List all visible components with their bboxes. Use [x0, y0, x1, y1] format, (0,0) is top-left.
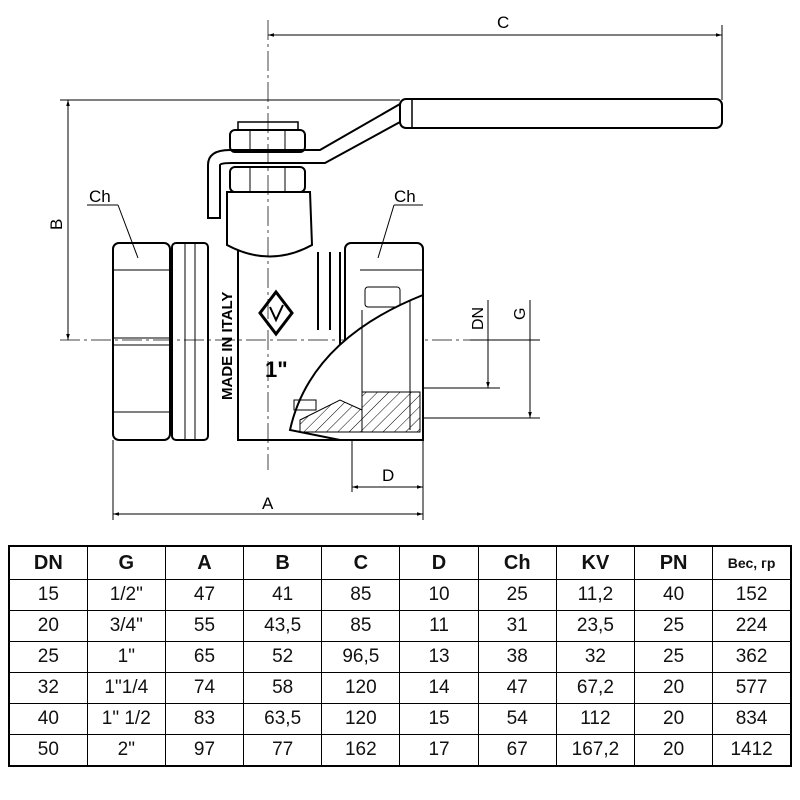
ch-label-left: Ch [89, 187, 111, 206]
table-cell: 25 [633, 641, 714, 673]
table-cell: 47 [164, 579, 245, 611]
table-cell: 1412 [712, 734, 792, 767]
header-c: C [321, 545, 401, 580]
table-header-row: DN G A B C D Ch KV PN Вес, гр [8, 545, 792, 580]
table-cell: 25 [8, 641, 88, 673]
header-d: D [399, 545, 479, 580]
table-cell: 58 [243, 672, 323, 704]
table-cell: 834 [712, 703, 792, 735]
table-cell: 55 [164, 610, 245, 642]
table-cell: 11 [399, 610, 479, 642]
table-cell: 43,5 [243, 610, 323, 642]
table-cell: 2" [86, 734, 166, 767]
header-a: A [164, 545, 245, 580]
table-cell: 63,5 [243, 703, 323, 735]
table-cell: 167,2 [555, 734, 636, 767]
manufacturer-logo-icon [258, 289, 294, 337]
lever-handle [399, 98, 723, 129]
table-cell: 120 [321, 672, 401, 704]
table-cell: 52 [243, 641, 323, 673]
table-cell: 1" 1/2 [86, 703, 166, 735]
header-g: G [86, 545, 166, 580]
table-cell: 152 [712, 579, 792, 611]
table-cell: 362 [712, 641, 792, 673]
table-cell: 85 [321, 610, 401, 642]
table-cell: 14 [399, 672, 479, 704]
table-cell: 41 [243, 579, 323, 611]
table-cell: 1"1/4 [86, 672, 166, 704]
table-cell: 1/2" [86, 579, 166, 611]
dim-label-dn: DN [470, 307, 487, 330]
table-cell: 120 [321, 703, 401, 735]
header-b: B [243, 545, 323, 580]
table-cell: 15 [8, 579, 88, 611]
dim-label-c: C [497, 13, 509, 32]
header-pn: PN [633, 545, 714, 580]
dim-label-d: D [382, 466, 394, 485]
table-cell: 20 [633, 672, 714, 704]
table-cell: 77 [243, 734, 323, 767]
table-cell: 3/4" [86, 610, 166, 642]
table-cell: 25 [633, 610, 714, 642]
table-cell: 15 [399, 703, 479, 735]
ch-label-right: Ch [394, 187, 416, 206]
table-cell: 40 [8, 703, 88, 735]
table-cell: 577 [712, 672, 792, 704]
table-cell: 32 [555, 641, 636, 673]
table-cell: 67,2 [555, 672, 636, 704]
table-cell: 20 [633, 703, 714, 735]
dim-label-a: A [262, 494, 274, 513]
table-cell: 1" [86, 641, 166, 673]
table-cell: 10 [399, 579, 479, 611]
header-ch: Ch [477, 545, 557, 580]
dim-label-b: B [47, 219, 66, 230]
table-cell: 67 [477, 734, 557, 767]
table-cell: 96,5 [321, 641, 401, 673]
table-cell: 74 [164, 672, 245, 704]
table-cell: 162 [321, 734, 401, 767]
table-cell: 65 [164, 641, 245, 673]
table-cell: 47 [477, 672, 557, 704]
table-cell: 83 [164, 703, 245, 735]
table-cell: 40 [633, 579, 714, 611]
header-dn: DN [8, 545, 88, 580]
table-cell: 38 [477, 641, 557, 673]
left-hex-end [112, 242, 171, 441]
header-kv: KV [555, 545, 636, 580]
size-marking: 1" [265, 357, 288, 382]
table-cell: 97 [164, 734, 245, 767]
table-cell: 112 [555, 703, 636, 735]
body-marking: MADE IN ITALY [219, 292, 236, 400]
table-cell: 23,5 [555, 610, 636, 642]
valve-technical-drawing: C B A D DN G Ch Ch MADE IN ITALY 1" [47, 13, 723, 520]
table-cell: 54 [477, 703, 557, 735]
table-cell: 224 [712, 610, 792, 642]
table-cell: 11,2 [555, 579, 636, 611]
table-cell: 20 [633, 734, 714, 767]
table-cell: 85 [321, 579, 401, 611]
table-cell: 13 [399, 641, 479, 673]
table-cell: 17 [399, 734, 479, 767]
table-cell: 25 [477, 579, 557, 611]
table-cell: 32 [8, 672, 88, 704]
table-cell: 50 [8, 734, 88, 767]
table-cell: 31 [477, 610, 557, 642]
table-cell: 20 [8, 610, 88, 642]
header-weight: Вес, гр [712, 545, 792, 580]
dim-label-g: G [512, 308, 529, 320]
